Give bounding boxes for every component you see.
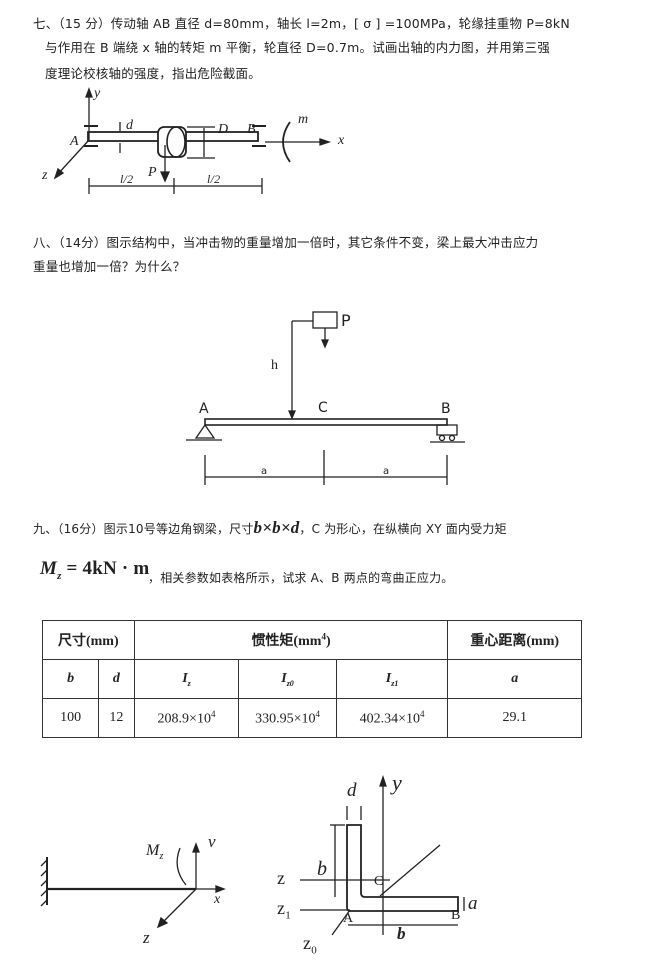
q7-m-label: m (298, 112, 309, 127)
q7-shaft-diagram (53, 87, 332, 194)
q7-half-length-left: l/2 (120, 172, 134, 186)
val-Iz: 208.9×104 (133, 698, 240, 738)
sub-a: a (447, 659, 582, 699)
q9-text-line1: 九、（16分）图示10号等边角钢梁，尺寸b×b×d，C 为形心，在纵横向 XY … (33, 518, 507, 538)
q7-text-line1: 七、（15 分）传动轴 AB 直径 d=80mm，轴长 l=2m，[ σ ] =… (33, 16, 570, 31)
q9-text-line1-b: ，C 为形心，在纵横向 XY 面内受力矩 (299, 522, 507, 536)
section-A-label: A (343, 911, 354, 926)
q9-text-line2: ，相关参数如表格所示，试求 A、B 两点的弯曲正应力。 (148, 571, 454, 585)
q7-axis-x-label: x (338, 133, 345, 148)
sub-b: b (41, 659, 100, 699)
q7-text-line2: 与作用在 B 端绕 x 轴的转矩 m 平衡，轮直径 D=0.7m。试画出轴的内力… (45, 40, 551, 55)
q7-text-line3: 度理论校核轴的强度，指出危险截面。 (45, 66, 261, 81)
q7-d-label: d (126, 118, 134, 133)
section-d-label: d (347, 780, 357, 801)
header-inertia: 惯性矩(mm4) (133, 620, 449, 660)
q7-D-label: D (218, 122, 229, 137)
q8-A-label: A (199, 401, 209, 417)
table-row: 尺寸(mm) 惯性矩(mm4) 重心距离(mm) (42, 620, 582, 660)
q9-angle-section-diagram (300, 774, 465, 936)
sub-Iz: Iz (133, 659, 240, 699)
table-row: b d Iz Iz0 Iz1 a (41, 659, 582, 699)
val-a: 29.1 (447, 698, 582, 738)
q8-P-label: P (341, 311, 351, 330)
section-b-height-label: b (317, 858, 328, 880)
section-B-label: B (451, 908, 461, 923)
section-z-label: z (277, 868, 286, 888)
q8-text-line2: 重量也增加一倍？为什么？ (33, 259, 186, 274)
cantilever-x-label: x (214, 892, 221, 907)
sub-Iz0: Iz0 (238, 659, 337, 699)
cantilever-z-label: z (143, 928, 150, 947)
header-centroid: 重心距离(mm) (447, 620, 582, 660)
val-b: 100 (41, 698, 100, 738)
q8-h-label: h (271, 358, 279, 373)
section-a-label: a (468, 893, 478, 914)
q8-span-a-left: a (261, 466, 268, 477)
q8-B-label: B (441, 401, 451, 417)
q9-cantilever-diagram (40, 842, 226, 929)
q9-text-line1-a: 九、（16分）图示10号等边角钢梁，尺寸 (33, 522, 254, 536)
section-y-label: y (392, 770, 402, 795)
q8-impact-beam-diagram (186, 311, 465, 485)
q9-moment-formula: Mz = 4kN · m (40, 558, 149, 582)
val-Iz1: 402.34×104 (335, 698, 449, 738)
q7-axis-y-label: y (94, 86, 101, 101)
q7-half-length-right: l/2 (207, 172, 221, 186)
angle-steel-parameters-table: 尺寸(mm) 惯性矩(mm4) 重心距离(mm) b d Iz Iz0 Iz1 … (41, 620, 582, 738)
header-size: 尺寸(mm) (42, 620, 135, 660)
q9-dimensions: b×b×d (253, 518, 300, 537)
sub-Iz1: Iz1 (335, 659, 449, 699)
val-d: 12 (98, 698, 135, 738)
section-z0-label: z0 (303, 933, 317, 957)
section-C-label: C (374, 874, 384, 889)
cantilever-Mz-label: Mz (146, 842, 164, 863)
moment-symbol: M (40, 558, 58, 579)
moment-subscript: z (57, 569, 62, 582)
section-z1-label: z1 (277, 898, 291, 922)
moment-value: = 4kN · m (61, 558, 150, 579)
q8-text-line1: 八、（14分）图示结构中，当冲击物的重量增加一倍时，其它条件不变，梁上最大冲击应… (33, 235, 539, 250)
q8-C-label: C (318, 400, 328, 416)
table-row: 100 12 208.9×104 330.95×104 402.34×104 2… (41, 698, 582, 738)
q7-point-b-label: B (247, 122, 256, 137)
cantilever-v-label: v (208, 832, 216, 851)
q7-point-a-label: A (70, 134, 79, 149)
section-b-width-label: b (397, 924, 406, 943)
val-Iz0: 330.95×104 (238, 698, 337, 738)
q7-axis-z-label: z (42, 168, 48, 183)
q7-P-label: P (148, 165, 157, 180)
sub-d: d (98, 659, 135, 699)
q8-span-a-right: a (383, 466, 390, 477)
